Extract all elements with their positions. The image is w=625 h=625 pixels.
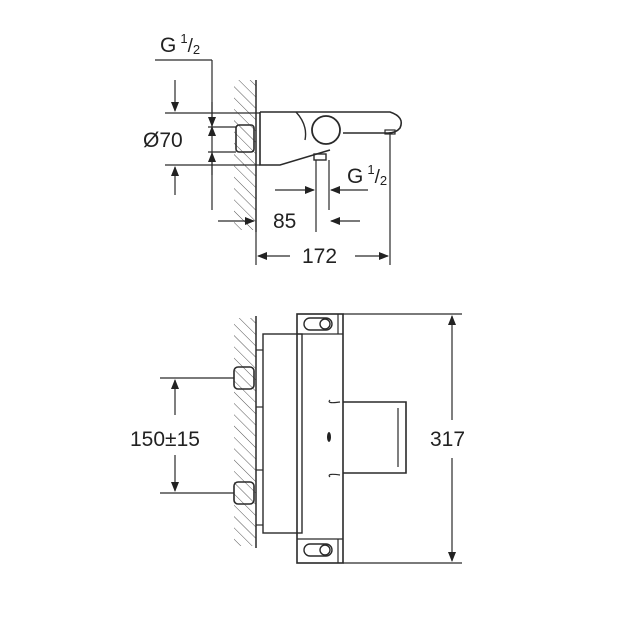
projection-label: 172 <box>302 245 337 268</box>
mounting-plate <box>262 333 303 534</box>
top-handle-slot <box>303 317 333 331</box>
body-outline <box>259 112 331 166</box>
inlet-spacing-label: 150±15 <box>130 428 200 451</box>
wall-hatch <box>234 318 256 546</box>
front-view <box>160 313 462 564</box>
handle-knob <box>311 115 341 145</box>
spout-block <box>343 401 407 474</box>
side-view <box>155 59 403 265</box>
indicator-mark <box>327 432 331 442</box>
front-view-labels: 150±15 317 <box>130 428 465 451</box>
bottom-handle-slot <box>303 543 333 557</box>
height-label: 317 <box>430 428 465 451</box>
outlet-nozzle <box>313 153 327 161</box>
wall-hatch <box>234 80 256 230</box>
thermostat-body <box>296 313 344 564</box>
spout <box>260 111 403 134</box>
inlet-fitting <box>235 124 255 153</box>
outlet-offset-label: 85 <box>273 210 296 233</box>
diameter-label: Ø70 <box>143 129 183 152</box>
